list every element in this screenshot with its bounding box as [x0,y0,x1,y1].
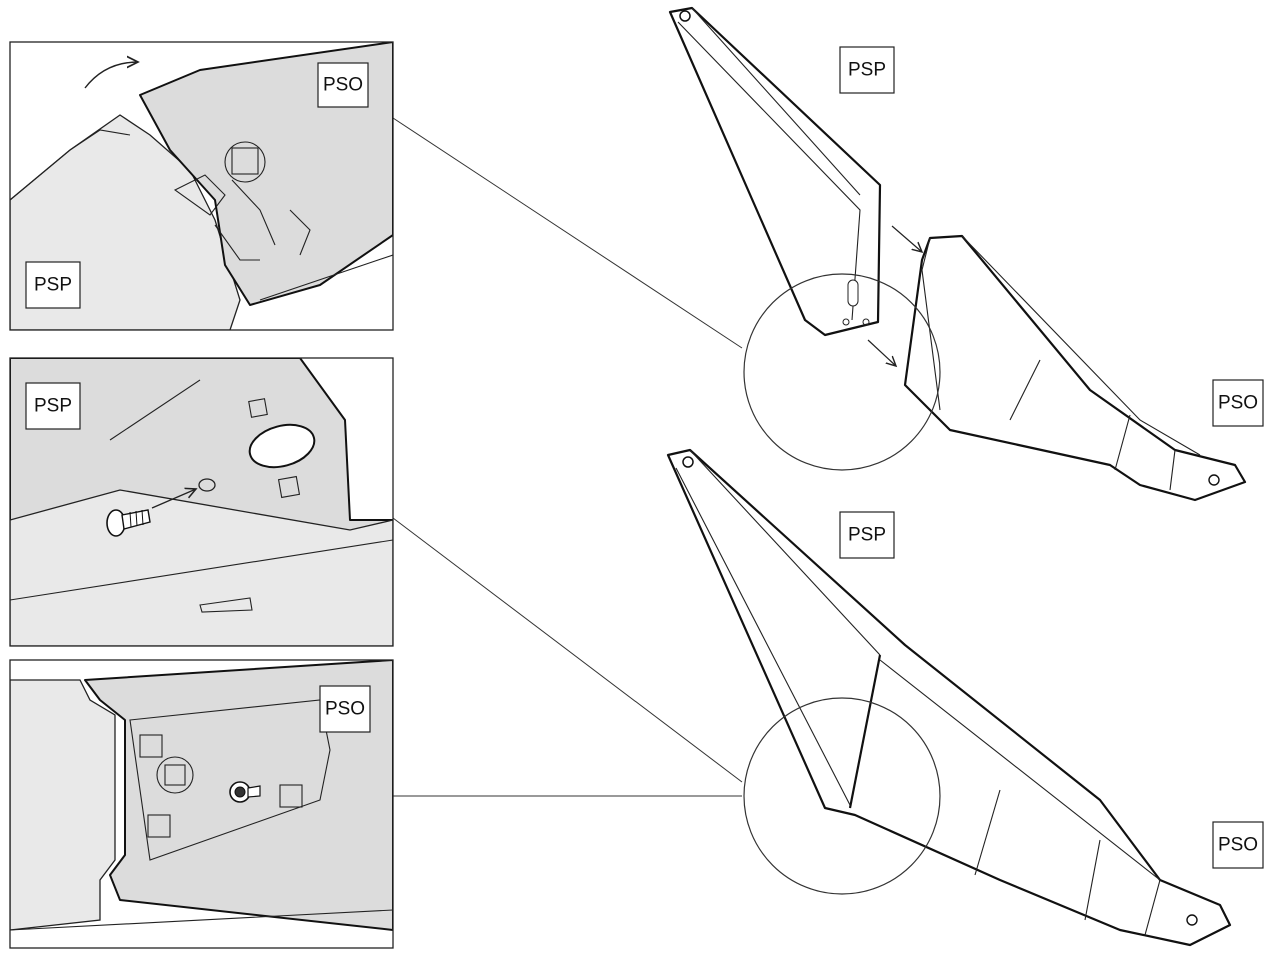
bottom-assembled-part [666,448,1232,947]
svg-text:PSO: PSO [323,75,363,96]
leader-line-panel1 [392,117,743,349]
svg-text:PSO: PSO [325,699,365,720]
leader-line-panel2 [392,517,743,783]
fastened-screw [229,781,261,803]
detail-frame-3 [9,659,394,949]
detail-frame-1 [9,41,394,331]
slot-hole [248,423,316,469]
insert-arrow [151,489,196,509]
detail-frame-2 [9,357,394,647]
screw [106,509,151,537]
detail-panel-2: PSP [9,357,394,647]
svg-text:PSP: PSP [848,60,886,81]
svg-text:PSO: PSO [1218,393,1258,414]
label-pso-bottom: PSO [1212,821,1264,869]
top-arrow-upper [891,225,922,252]
svg-text:PSP: PSP [848,525,886,546]
rotate-arrow [84,62,138,89]
label-pso-top: PSO [1212,379,1264,427]
label-pso-panel3: PSO [319,685,371,733]
top-pso-part [903,234,1247,502]
label-psp-top: PSP [839,46,895,94]
top-psp-part [668,6,882,337]
magnify-circle-bottom [743,697,941,895]
label-psp-panel1: PSP [25,261,81,309]
svg-text:PSP: PSP [34,396,72,417]
svg-text:PSP: PSP [34,275,72,296]
magnify-circle-top [743,273,941,471]
detail-panel-3: PSO [9,659,394,949]
detail-panel-1: PSO PSP [9,41,394,331]
label-psp-panel2: PSP [25,382,81,430]
label-pso-panel1: PSO [317,62,369,108]
svg-text:PSO: PSO [1218,835,1258,856]
label-psp-bottom: PSP [839,511,895,559]
top-arrow-lower [867,339,896,366]
